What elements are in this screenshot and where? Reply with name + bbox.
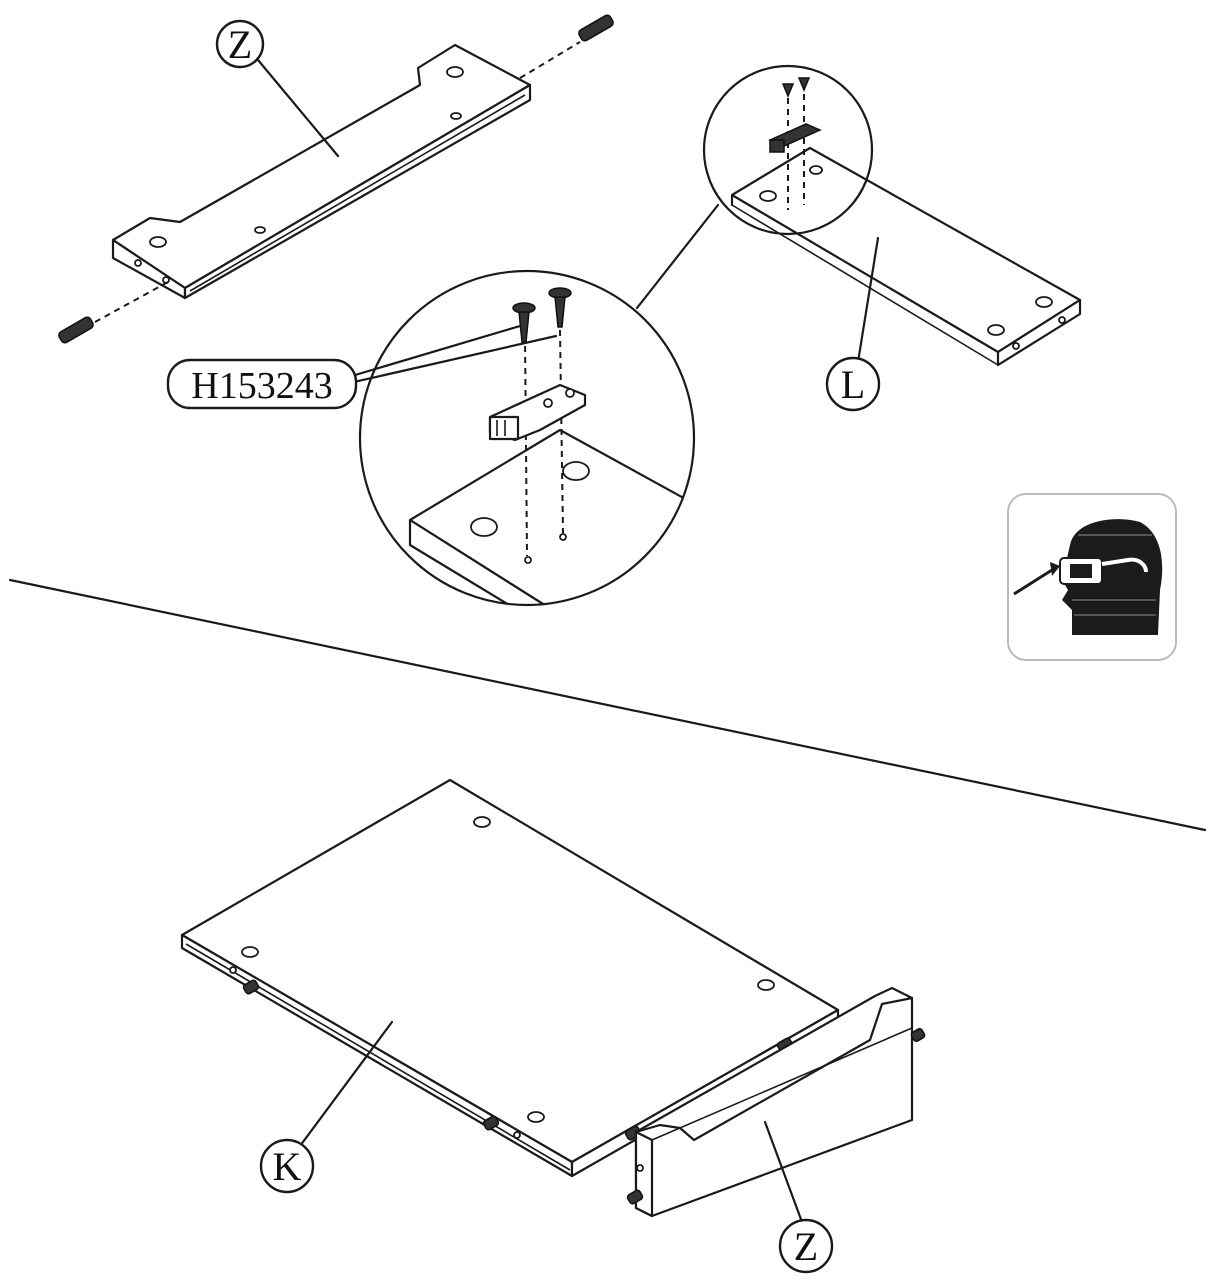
hardware-label-text: H153243 [191,365,332,407]
label-k: K [259,1138,315,1194]
screw-left [512,302,536,343]
rail-z-top [111,43,532,300]
detail-circle-small [702,64,874,236]
label-l-text: L [841,362,865,407]
label-l: L [825,356,881,412]
rail-z-bottom [626,986,926,1224]
label-k-text: K [273,1144,302,1189]
zoom-connector [635,203,720,310]
hardware-label: H153243 [166,324,558,410]
label-z-top: Z [215,19,265,69]
screw-right [548,287,572,328]
label-z-bottom: Z [778,1218,834,1274]
label-z-top-text: Z [228,22,252,67]
dowel-top-right [519,14,614,79]
panel-l [730,146,1082,367]
dowel-top-left [58,281,169,344]
safety-glasses-icon [1007,493,1177,661]
section-divider [8,578,1207,832]
detail-circle-large [358,269,696,607]
label-z-bottom-text: Z [794,1224,818,1269]
